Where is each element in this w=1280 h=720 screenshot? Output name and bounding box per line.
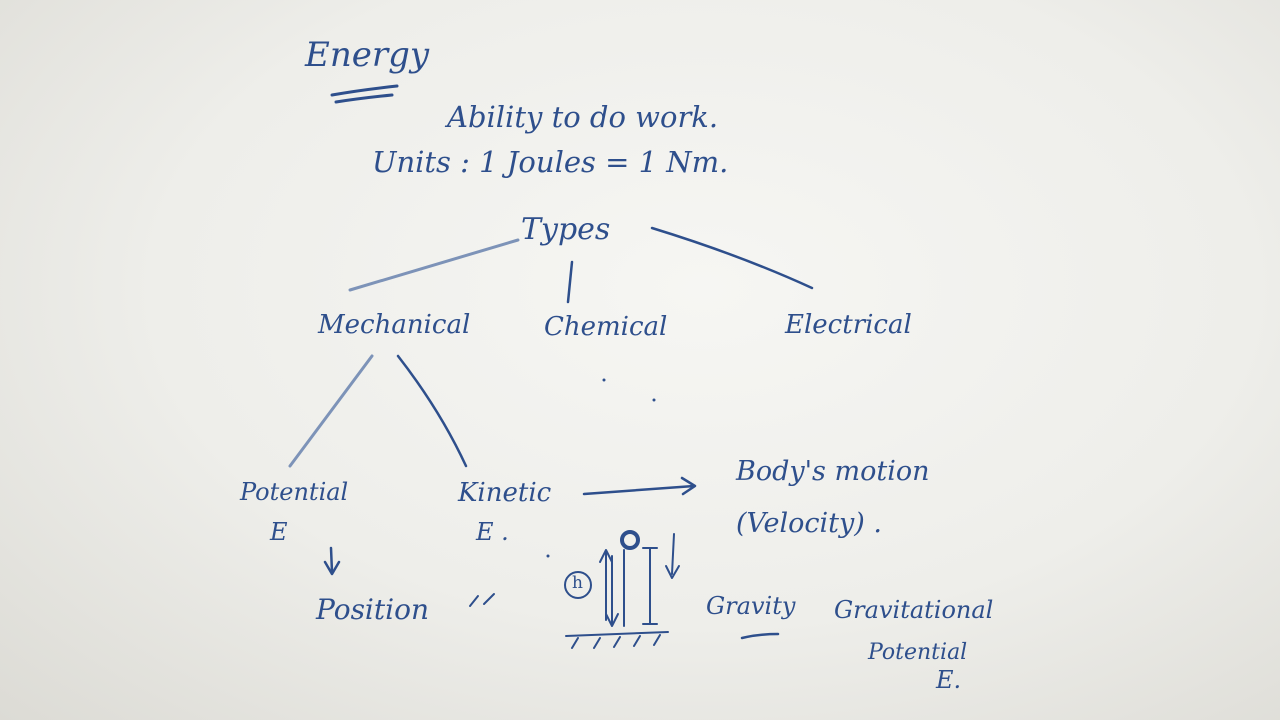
ink-dot-3	[547, 555, 550, 558]
branch-types-mechanical	[350, 240, 518, 290]
type-electrical: Electrical	[785, 312, 912, 338]
ink-dot-1	[603, 379, 606, 382]
kinetic-note-motion: Body's motion	[736, 458, 929, 485]
ground-hatch	[572, 635, 660, 648]
subtype-kinetic-e: E .	[476, 520, 509, 544]
gravitational-label: Gravitational	[834, 598, 993, 622]
ball	[622, 532, 638, 548]
ground-line	[566, 632, 668, 636]
energy-definition: Ability to do work.	[447, 103, 718, 132]
gravity-label: Gravity	[706, 594, 795, 618]
position-ticks	[470, 594, 494, 606]
title-underline	[332, 86, 397, 95]
type-chemical: Chemical	[544, 314, 667, 340]
energy-units: Units : 1 Joules = 1 Nm.	[372, 148, 728, 177]
arrow-potential-down	[331, 548, 332, 572]
types-label: Types	[521, 215, 610, 245]
branch-types-electrical	[652, 228, 812, 288]
gravitational-potential-label: Potential	[868, 642, 967, 664]
branch-types-chemical	[568, 262, 572, 302]
gravitational-e-label: E.	[936, 668, 961, 692]
ink-dot-2	[653, 399, 656, 402]
gravity-underline	[742, 634, 778, 638]
branch-mechanical-potential	[290, 356, 372, 466]
energy-title: Energy	[305, 38, 429, 72]
kinetic-note-velocity: (Velocity) .	[736, 510, 882, 537]
title-underline-second	[336, 95, 392, 102]
subtype-potential-e: E	[270, 520, 288, 544]
subtype-potential: Potential	[240, 480, 348, 504]
arrow-kinetic-motion	[584, 486, 694, 494]
type-mechanical: Mechanical	[318, 312, 470, 338]
potential-note-position: Position	[316, 596, 429, 624]
height-label: h	[572, 575, 583, 592]
fall-arrow	[672, 534, 674, 574]
subtype-kinetic: Kinetic	[458, 480, 551, 506]
branch-mechanical-kinetic	[398, 356, 466, 466]
